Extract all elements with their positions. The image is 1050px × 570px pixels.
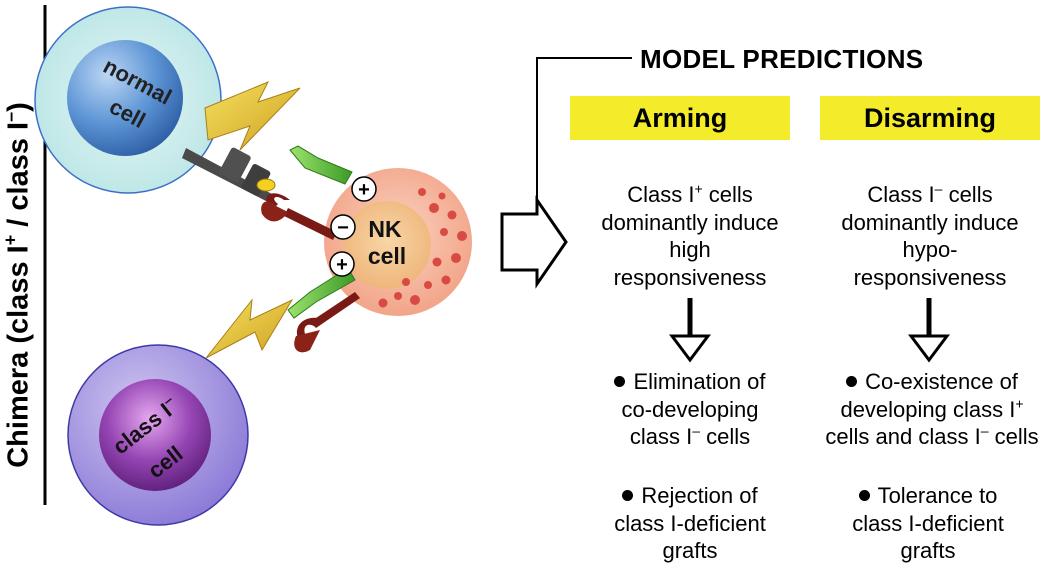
- arming-induce-text: Class I+ cells dominantly induce high re…: [601, 180, 779, 290]
- inhibitory-receptor-lower: [294, 292, 360, 353]
- chimera-vertical-title: Chimera (class I+ / class I–): [0, 102, 35, 468]
- nk-cell-label-1: NK: [368, 216, 402, 242]
- inhibitory-receptor-upper: [261, 193, 337, 240]
- bullet-icon: [614, 376, 626, 387]
- disarming-induce-text: Class I– cells dominantly induce hypo- r…: [841, 180, 1019, 290]
- plus-marker-lower: +: [329, 251, 355, 277]
- nk-cell-label-2: cell: [368, 243, 406, 269]
- bullet-icon: [846, 376, 858, 387]
- bullet-icon: [858, 490, 870, 501]
- activating-receptor-upper: [289, 145, 353, 185]
- svg-text:+: +: [336, 254, 348, 276]
- disarming-header: Disarming: [820, 96, 1040, 140]
- activating-receptor-lower: [287, 267, 356, 319]
- nk-cell: NK cell: [324, 168, 472, 316]
- connector-line: [536, 57, 632, 208]
- arming-outcome-elimination: Elimination of co-developing class I– ce…: [580, 368, 800, 451]
- minus-marker: −: [330, 214, 356, 240]
- class-minus-cell: class I– cell: [67, 344, 249, 526]
- disarming-outcome-coexistence: Co-existence of developing class I+ cell…: [825, 369, 1039, 449]
- bullet-icon: [622, 490, 634, 501]
- svg-text:−: −: [337, 217, 349, 239]
- plus-marker-upper: +: [351, 176, 377, 202]
- disarming-outcome-tolerance: Tolerance to class I-deficient grafts: [852, 483, 1004, 563]
- model-predictions-title: MODEL PREDICTIONS: [640, 44, 924, 74]
- disarming-down-arrow: [908, 298, 950, 363]
- mhc-class-i-molecule: [182, 147, 276, 202]
- nk-granules: [378, 188, 467, 308]
- hollow-arrow-right: [500, 195, 568, 289]
- activation-bolt-lower: [205, 298, 294, 359]
- arming-header: Arming: [570, 96, 790, 140]
- arming-outcome-rejection: Rejection of class I-deficient grafts: [614, 483, 766, 563]
- arming-down-arrow: [669, 298, 711, 363]
- activation-bolt-upper: [204, 81, 301, 151]
- svg-text:+: +: [358, 179, 370, 201]
- normal-cell: normal cell: [34, 6, 222, 194]
